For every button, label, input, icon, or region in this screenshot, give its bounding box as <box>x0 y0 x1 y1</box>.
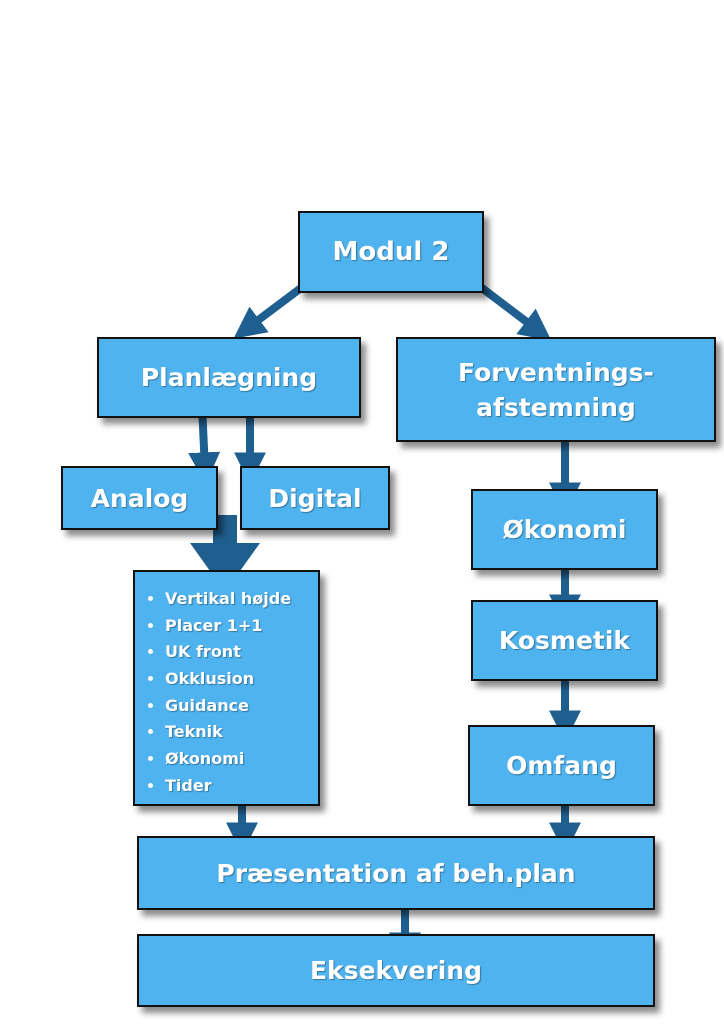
praesentation-box: Præsentation af beh.plan <box>137 836 655 910</box>
eksekvering-box: Eksekvering <box>137 934 655 1007</box>
omfang-label: Omfang <box>506 751 617 780</box>
eksekvering-label: Eksekvering <box>309 956 482 985</box>
checklist-item: Guidance <box>165 693 318 720</box>
checklist-box: Vertikal højde Placer 1+1 UK front Okklu… <box>133 570 320 806</box>
checklist-item: Teknik <box>165 719 318 746</box>
oekonomi-label: Økonomi <box>502 515 627 544</box>
oekonomi-box: Økonomi <box>471 489 658 570</box>
modul-label: Modul 2 <box>332 237 450 267</box>
analog-label: Analog <box>90 483 189 513</box>
checklist-item: Okklusion <box>165 666 318 693</box>
checklist-item: Tider <box>165 773 318 800</box>
analog-box: Analog <box>61 466 218 530</box>
arrow-modul-to-planlaegning <box>233 281 308 339</box>
modul-box: Modul 2 <box>298 211 484 293</box>
checklist-item: Placer 1+1 <box>165 613 318 640</box>
praesentation-label: Præsentation af beh.plan <box>216 858 576 888</box>
forventning-box: Forventnings- afstemning <box>396 337 716 442</box>
digital-box: Digital <box>240 466 390 530</box>
digital-label: Digital <box>268 483 362 513</box>
forventning-label-line2: afstemning <box>476 392 636 422</box>
checklist-item: UK front <box>165 639 318 666</box>
checklist: Vertikal højde Placer 1+1 UK front Okklu… <box>135 572 318 800</box>
arrow-modul-to-forventning <box>475 281 552 341</box>
omfang-box: Omfang <box>468 725 655 806</box>
forventning-label-line1: Forventnings- <box>458 357 654 387</box>
kosmetik-box: Kosmetik <box>471 600 658 681</box>
planlaegning-label: Planlægning <box>140 363 318 392</box>
checklist-item: Økonomi <box>165 746 318 773</box>
checklist-item: Vertikal højde <box>165 586 318 613</box>
kosmetik-label: Kosmetik <box>498 626 631 655</box>
planlaegning-box: Planlægning <box>97 337 361 418</box>
